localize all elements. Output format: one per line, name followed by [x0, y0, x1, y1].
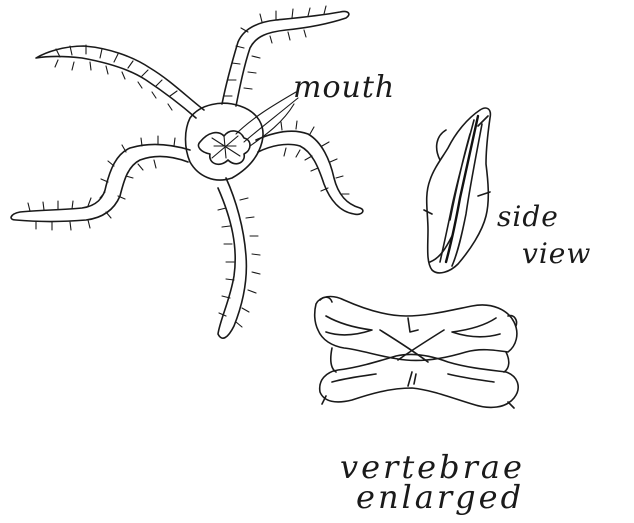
side-view-drawing	[424, 108, 490, 273]
arm-upper-left	[36, 46, 204, 118]
side-view-spine	[446, 116, 478, 262]
vertebrae-drawing	[315, 297, 518, 408]
brittle-star-drawing	[11, 6, 363, 338]
side-label: side	[497, 200, 559, 233]
vertebra-upper	[315, 297, 517, 361]
mouth-label: mouth	[293, 70, 395, 105]
view-label: view	[522, 237, 591, 270]
enlarged-label: enlarged	[356, 478, 524, 516]
arm-left	[11, 144, 190, 221]
arm-right	[256, 131, 363, 214]
